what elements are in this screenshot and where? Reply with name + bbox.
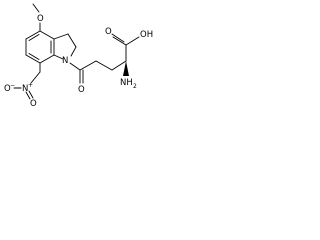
bond-ring-6	[25, 30, 41, 40]
bond-ch2-a	[53, 33, 69, 40]
atom-nitro-o-double: O	[30, 99, 37, 108]
atom-ketone-o: O	[78, 85, 85, 95]
bond-methyl	[32, 3, 40, 13]
atom-amino: NH	[120, 78, 133, 88]
atom-ring-n: N	[62, 56, 68, 66]
bond-chain-2	[95, 60, 113, 71]
bond-ch2-b	[67, 33, 77, 48]
bond-ring-3	[39, 54, 55, 64]
bond-n-carbonyl	[69, 62, 81, 71]
bond-chain-3	[111, 60, 127, 71]
bond-ring-1	[39, 30, 55, 40]
bond-ring-4	[25, 54, 41, 64]
bond-n-o-double-b	[28, 90, 34, 99]
bond-chain-1	[79, 60, 97, 71]
charge-minus: −	[10, 82, 15, 89]
charge-plus: +	[28, 82, 33, 89]
chemical-structure: O N O − N + O O NH 2 OH O	[4, 3, 153, 109]
bond-ring-6b	[28, 34, 40, 41]
bond-acid-o-a	[112, 36, 127, 46]
bond-n-ring	[53, 54, 64, 60]
bond-acid-oh	[125, 36, 140, 46]
atom-nitro-o-minus: O	[4, 84, 11, 94]
bond-acid-o-b	[111, 33, 125, 43]
bond-ring-4b	[28, 53, 40, 60]
atom-methoxy-o: O	[37, 14, 44, 24]
bond-nitro-ring	[30, 71, 41, 84]
atom-amino-sub: 2	[133, 83, 137, 90]
structure-canvas: O N O − N + O O NH 2 OH O	[0, 0, 166, 109]
atom-acid-o: O	[105, 27, 112, 37]
bond-ch2-n	[70, 46, 77, 57]
bond-n-o-double-a	[25, 91, 31, 100]
atom-acid-oh: OH	[140, 30, 153, 40]
atom-nitro-n: N	[22, 84, 28, 94]
wedge-bond-amino	[123, 61, 129, 76]
